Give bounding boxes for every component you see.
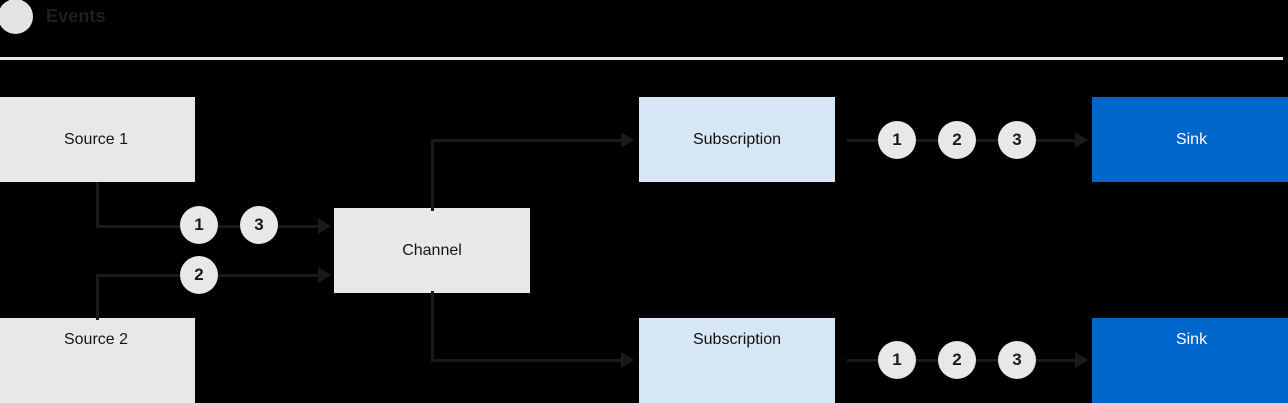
node-subscription-bottom[interactable]: Subscription <box>639 318 835 403</box>
event-badge: 1 <box>180 206 218 244</box>
edge-channel-top-vertical <box>431 139 434 211</box>
edge-source1-vertical <box>96 182 99 228</box>
node-source-2[interactable]: Source 2 <box>0 318 195 403</box>
edge-channel-bottom-vertical <box>431 291 434 362</box>
node-channel-label: Channel <box>402 241 462 259</box>
edge-channel-to-subscription-top <box>431 139 621 142</box>
node-subscription-top[interactable]: Subscription <box>639 97 835 182</box>
edge-channel-to-subscription-bottom <box>431 359 621 362</box>
legend-label: Events <box>46 6 106 26</box>
node-subscription-top-label: Subscription <box>692 130 782 148</box>
node-sink-top-label: Sink <box>1175 130 1208 148</box>
header-divider <box>0 57 1283 60</box>
node-sink-bottom[interactable]: Sink <box>1092 318 1288 403</box>
arrowhead-channel-to-subscription-top <box>621 132 634 148</box>
event-badge: 3 <box>998 341 1036 379</box>
arrowhead-channel-to-subscription-bottom <box>621 352 634 368</box>
arrowhead-subscription-bottom-to-sink <box>1075 352 1088 368</box>
event-circle-icon <box>0 0 33 34</box>
event-badge: 2 <box>180 256 218 294</box>
node-source-2-label: Source 2 <box>63 331 129 348</box>
event-badge: 2 <box>938 341 976 379</box>
node-sink-bottom-label: Sink <box>1175 331 1208 348</box>
event-badge: 3 <box>240 206 278 244</box>
event-badge: 2 <box>938 121 976 159</box>
node-sink-top[interactable]: Sink <box>1092 97 1288 182</box>
node-subscription-bottom-label: Subscription <box>692 331 782 348</box>
event-badge: 3 <box>998 121 1036 159</box>
event-badge: 1 <box>878 341 916 379</box>
arrowhead-source1-to-channel <box>318 218 331 234</box>
node-channel[interactable]: Channel <box>334 208 530 293</box>
arrowhead-source2-to-channel <box>318 267 331 283</box>
node-source-1[interactable]: Source 1 <box>0 97 195 182</box>
edge-source2-vertical <box>96 274 99 320</box>
node-source-1-label: Source 1 <box>63 130 129 148</box>
arrowhead-subscription-top-to-sink <box>1075 132 1088 148</box>
event-badge: 1 <box>878 121 916 159</box>
